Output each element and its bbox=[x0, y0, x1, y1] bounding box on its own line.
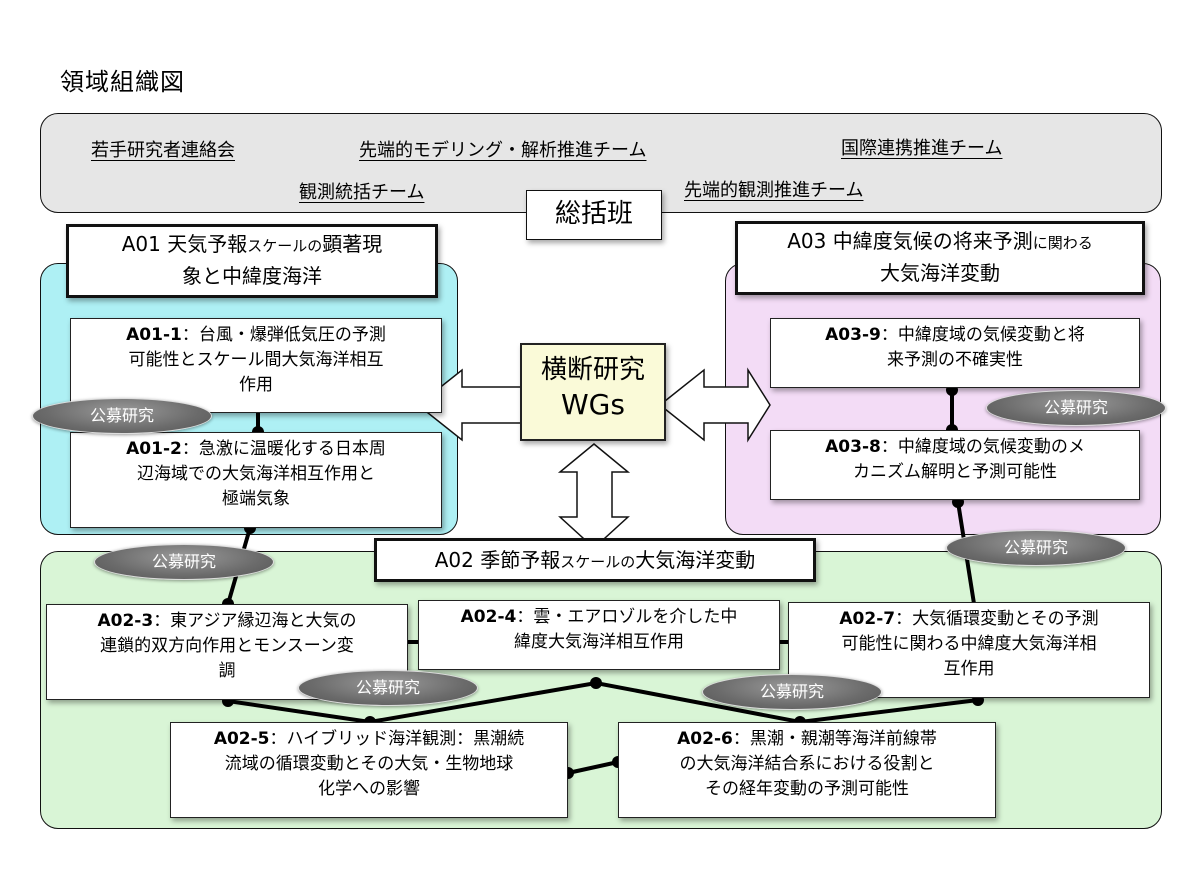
team-young-researchers[interactable]: 若手研究者連絡会 bbox=[91, 140, 235, 161]
soukatsu-label: 総括班 bbox=[526, 190, 662, 240]
koubo-badge-a02-center-right[interactable]: 公募研究 bbox=[702, 674, 882, 710]
koubo-badge-a03[interactable]: 公募研究 bbox=[986, 390, 1166, 426]
koubo-badge-a01[interactable]: 公募研究 bbox=[32, 398, 212, 434]
koubo-badge-a02-center-left[interactable]: 公募研究 bbox=[298, 670, 478, 706]
teams-region: 若手研究者連絡会 先端的モデリング・解析推進チーム 国際連携推進チーム 観測統括… bbox=[40, 113, 1162, 213]
project-a03-9[interactable]: A03-9：中緯度域の気候変動と将 来予測の不確実性 bbox=[770, 318, 1140, 388]
koubo-badge-a02-left[interactable]: 公募研究 bbox=[94, 544, 274, 580]
team-advanced-modeling[interactable]: 先端的モデリング・解析推進チーム bbox=[359, 140, 647, 161]
project-a01-2[interactable]: A01-2：急激に温暖化する日本周 辺海域での大気海洋相互作用と 極端気象 bbox=[70, 432, 442, 528]
project-a02-5[interactable]: A02-5：ハイブリッド海洋観測：黒潮続 流域の循環変動とその大気・生物地球 化… bbox=[170, 722, 568, 818]
project-a02-6[interactable]: A02-6：黒潮・親潮等海洋前線帯 の大気海洋結合系における役割と その経年変動… bbox=[618, 722, 996, 818]
cross-research-wgs[interactable]: 横断研究 WGs bbox=[520, 343, 666, 441]
a01-header: A01 天気予報スケールの顕著現 象と中緯度海洋 bbox=[66, 224, 438, 298]
page-title: 領域組織図 bbox=[60, 68, 185, 96]
a02-header: A02 季節予報スケールの大気海洋変動 bbox=[374, 538, 816, 582]
project-a02-4[interactable]: A02-4：雲・エアロゾルを介した中 緯度大気海洋相互作用 bbox=[418, 600, 780, 670]
double-arrow-vertical bbox=[557, 443, 631, 550]
double-arrow-right bbox=[658, 367, 771, 443]
a03-header: A03 中緯度気候の将来予測に関わる 大気海洋変動 bbox=[735, 221, 1145, 295]
team-international[interactable]: 国際連携推進チーム bbox=[841, 138, 1003, 159]
project-a02-3[interactable]: A02-3：東アジア縁辺海と大気の 連鎖的双方向作用とモンスーン変 調 bbox=[46, 604, 408, 700]
team-observation-coordination[interactable]: 観測統括チーム bbox=[299, 182, 425, 203]
koubo-badge-a02-right[interactable]: 公募研究 bbox=[946, 530, 1126, 566]
team-advanced-observation[interactable]: 先端的観測推進チーム bbox=[684, 180, 864, 201]
project-a03-8[interactable]: A03-8：中緯度域の気候変動のメ カニズム解明と予測可能性 bbox=[770, 430, 1140, 500]
